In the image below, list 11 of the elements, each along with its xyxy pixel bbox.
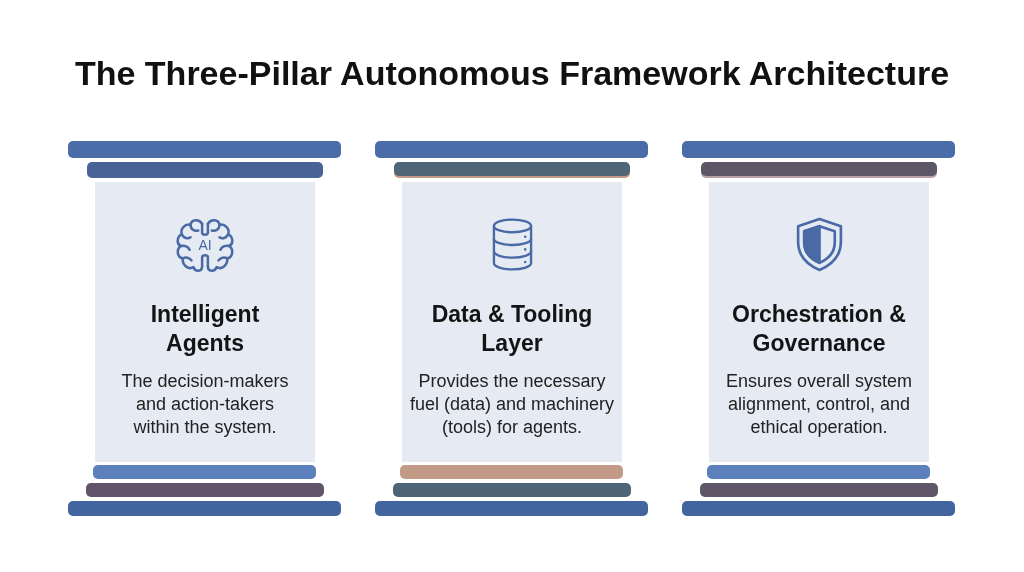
- pillar-description: Ensures overall system alignment, control, and ethical operation.: [724, 370, 914, 439]
- pillar-heading: Data & Tooling Layer: [430, 300, 594, 358]
- diagram-title: The Three-Pillar Autonomous Framework Architecture: [74, 53, 950, 93]
- pillar-heading: Orchestration & Governance: [731, 300, 907, 358]
- pillar-panel: [402, 182, 622, 462]
- pillar-panel: [95, 182, 315, 462]
- pillar-description: The decision-makers and action-takers within the system.: [120, 370, 290, 439]
- pillar-panel: [709, 182, 929, 462]
- pillar-description: Provides the necessary fuel (data) and machinery (tools) for agents.: [408, 370, 616, 439]
- pillar-heading: Intelligent Agents: [149, 300, 261, 358]
- icon-text: AI: [198, 237, 212, 252]
